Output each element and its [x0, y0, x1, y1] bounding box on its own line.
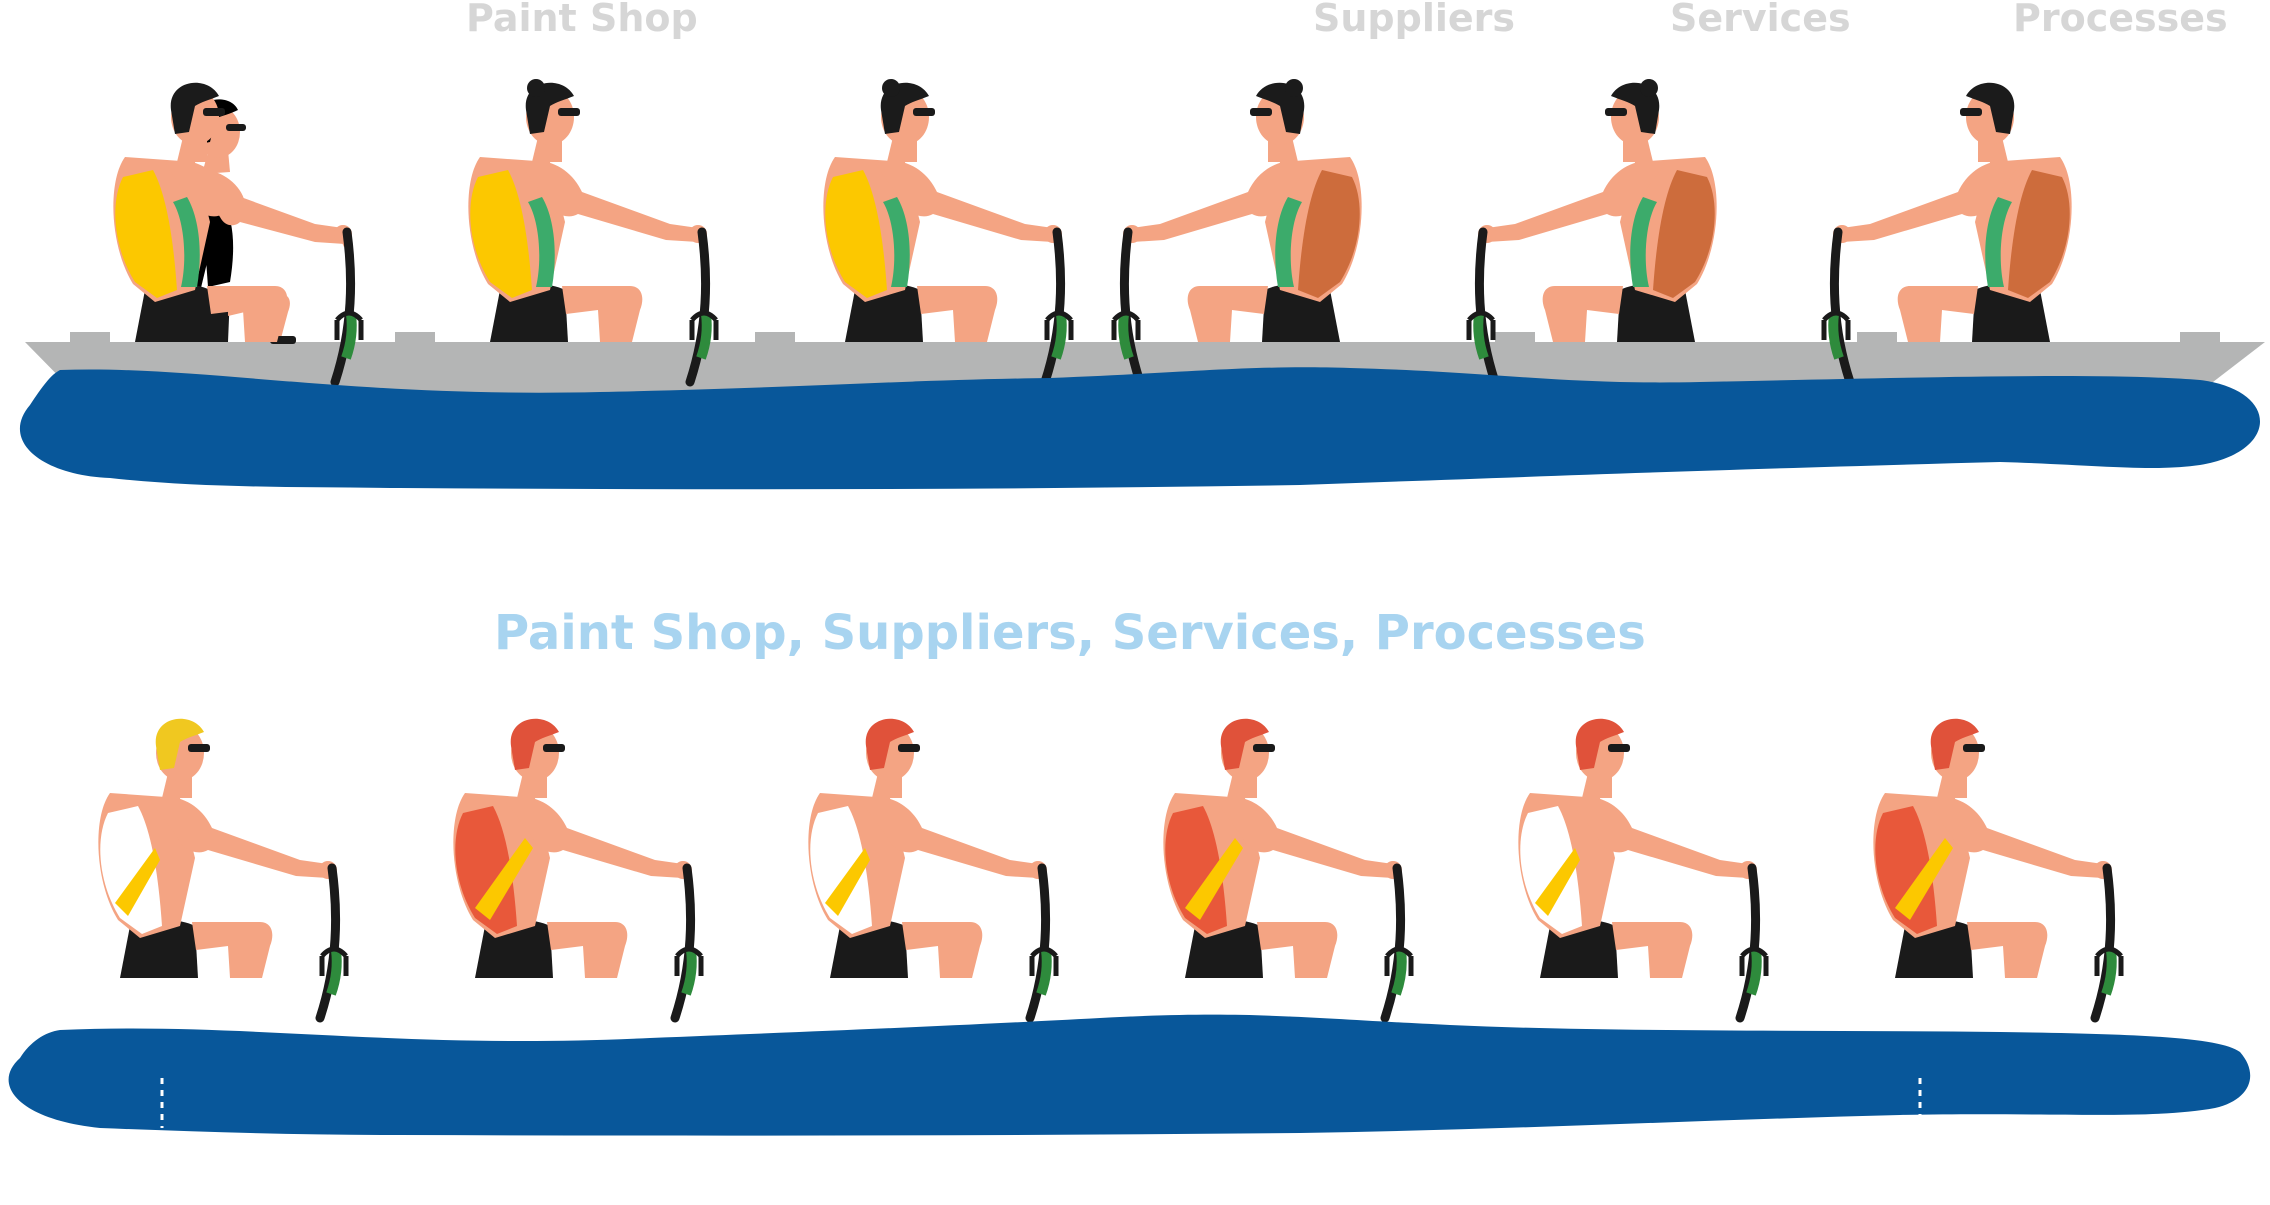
bottom-rower-2: [453, 718, 704, 1023]
top-rower-3: [823, 79, 1074, 387]
bottom-rowers: [98, 718, 2124, 1023]
lane-markers: [160, 1078, 1922, 1128]
water-top: [19, 367, 2261, 490]
top-rower-6: [1821, 82, 2072, 387]
bottom-rower-4: [1163, 718, 1414, 1023]
top-rower-4: [1111, 79, 1362, 387]
middle-label: Paint Shop, Suppliers, Services, Process…: [494, 605, 1646, 661]
bottom-rower-5: [1518, 718, 1769, 1023]
top-rower-1: [113, 82, 364, 387]
label-paint-shop: Paint Shop: [466, 0, 698, 40]
top-rower-5: [1466, 79, 1717, 387]
top-rowers: [113, 79, 2072, 387]
label-suppliers: Suppliers: [1313, 0, 1516, 40]
top-rower-2: [468, 79, 719, 387]
boat-riggers-top: [70, 332, 2220, 344]
label-processes: Processes: [2013, 0, 2228, 40]
bottom-rower-1: [98, 718, 349, 1023]
water-bottom: [8, 1014, 2251, 1136]
bottom-rower-3: [808, 718, 1059, 1023]
label-services: Services: [1670, 0, 1851, 40]
bottom-rower-6: [1873, 718, 2124, 1023]
